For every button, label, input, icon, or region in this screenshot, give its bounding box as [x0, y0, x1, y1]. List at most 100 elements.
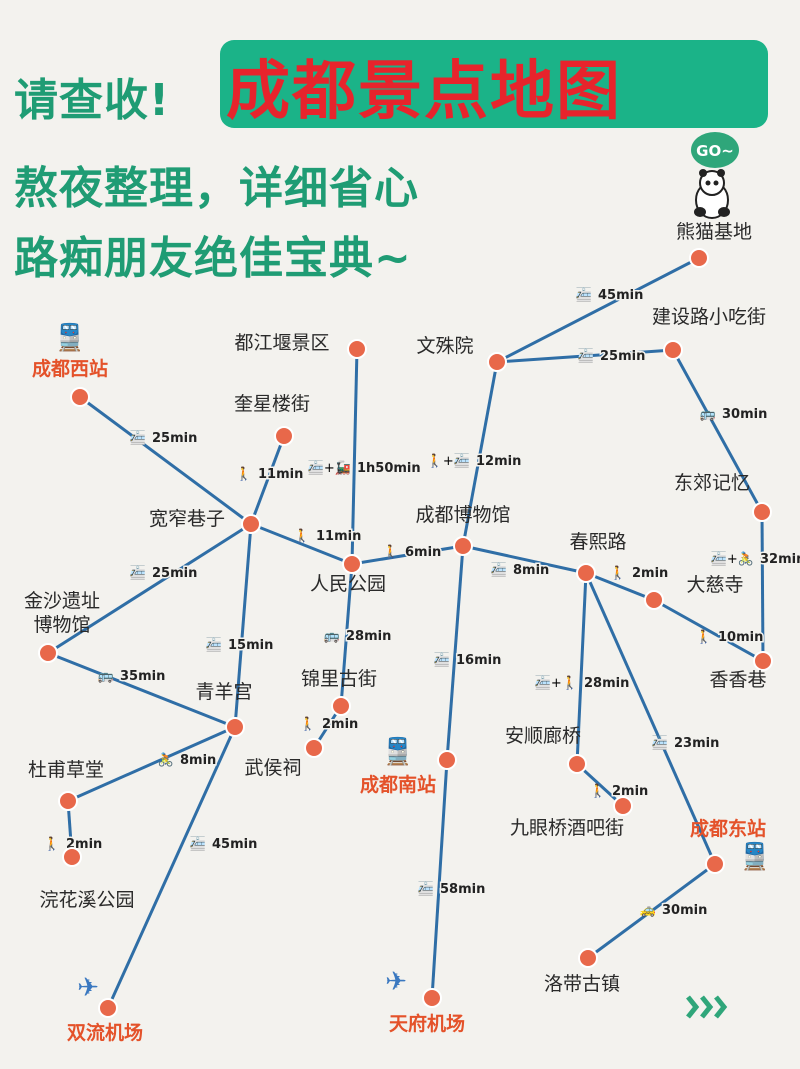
transport-mode-icon: 🚈 — [206, 637, 222, 653]
map-node-jinli[interactable] — [331, 696, 351, 716]
place-label-kuanzhai: 宽窄巷子 — [149, 508, 225, 530]
travel-time: 35min — [120, 669, 165, 684]
route-time-label: 🚶 2min — [610, 565, 670, 583]
route-time-label: 🚈 58min — [418, 881, 487, 899]
route-daci-xiangxiang — [653, 598, 764, 663]
map-node-chunxi[interactable] — [576, 563, 596, 583]
travel-time: 15min — [228, 638, 273, 653]
place-label-renmin: 人民公园 — [310, 573, 386, 595]
route-time-label: 🚈+🚴 32min — [711, 551, 800, 569]
travel-time: 12min — [476, 454, 521, 469]
train-icon: 🚆 — [382, 736, 414, 767]
map-node-kuanzhai[interactable] — [241, 514, 261, 534]
route-time-label: 🚈 15min — [206, 637, 275, 655]
map-node-renmin[interactable] — [342, 554, 362, 574]
travel-time: 28min — [584, 676, 629, 691]
route-jianshe-dongjiao — [671, 349, 764, 513]
title-highlight — [220, 40, 768, 128]
map-node-dufu[interactable] — [58, 791, 78, 811]
route-time-label: 🚶2min — [300, 716, 360, 734]
travel-time: 2min — [632, 566, 668, 581]
route-time-label: 🚌35min — [98, 668, 167, 686]
travel-time: 30min — [722, 407, 767, 422]
transport-mode-icon: 🚈 — [130, 430, 146, 446]
map-node-dujiangyan[interactable] — [347, 339, 367, 359]
map-node-west[interactable] — [70, 387, 90, 407]
map-node-wuhou[interactable] — [304, 738, 324, 758]
transport-mode-icon: 🚶 — [300, 716, 316, 732]
next-arrows-icon — [686, 995, 728, 1019]
travel-time: 58min — [440, 882, 485, 897]
travel-time: 25min — [600, 349, 645, 364]
route-time-label: 🚕30min — [640, 902, 709, 920]
map-node-jiuyan[interactable] — [613, 796, 633, 816]
route-anshun-jiuyan — [575, 762, 625, 808]
place-label-anshun: 安顺廊桥 — [505, 725, 581, 747]
map-node-kuixing[interactable] — [274, 426, 294, 446]
route-time-label: 🚈+🚶28min — [535, 675, 631, 693]
place-label-wuhou: 武侯祠 — [244, 757, 301, 779]
transport-mode-icon: 🚈 — [418, 881, 434, 897]
route-qingyang-shuangliu — [106, 726, 237, 1009]
place-label-jiuyan: 九眼桥酒吧街 — [510, 817, 624, 839]
route-time-label: 🚌30min — [700, 406, 769, 424]
transport-mode-icon: 🚶 — [696, 629, 712, 645]
panda-icon: GO~ — [691, 132, 739, 219]
place-label-qingyang: 青羊宫 — [195, 681, 252, 703]
map-node-anshun[interactable] — [567, 754, 587, 774]
route-museum-south — [445, 545, 465, 761]
route-time-label: 🚈25min — [130, 565, 199, 583]
map-node-dongjiao[interactable] — [752, 502, 772, 522]
travel-time: 11min — [316, 529, 361, 544]
route-jinsha-qingyang — [47, 651, 236, 729]
route-east-luodai — [587, 862, 716, 960]
travel-time: 11min — [258, 467, 303, 482]
map-node-shuangliu[interactable] — [98, 998, 118, 1018]
map-node-museum[interactable] — [453, 536, 473, 556]
travel-time: 25min — [152, 431, 197, 446]
place-label-jianshe: 建设路小吃街 — [652, 306, 766, 328]
map-node-panda[interactable] — [689, 248, 709, 268]
transport-mode-icon: 🚶 — [610, 565, 626, 581]
place-label-huanhua: 浣花溪公园 — [39, 889, 134, 911]
place-label-south: 成都南站 — [360, 773, 436, 796]
route-time-label: 🚶10min — [696, 629, 765, 647]
route-time-label: 🚈23min — [652, 735, 721, 753]
transport-mode-icon: 🚈+🚴 — [711, 551, 754, 567]
route-chunxi-anshun — [575, 572, 588, 765]
travel-time: 28min — [346, 629, 391, 644]
route-qingyang-dufu — [67, 725, 236, 803]
travel-time: 25min — [152, 566, 197, 581]
airplane-icon: ✈ — [385, 967, 407, 997]
route-chunxi-east — [584, 572, 717, 865]
route-time-label: 🚈25min — [578, 348, 647, 366]
place-label-museum: 成都博物馆 — [415, 504, 510, 526]
map-node-qingyang[interactable] — [225, 717, 245, 737]
map-node-south[interactable] — [437, 750, 457, 770]
route-west-kuanzhai — [79, 395, 252, 526]
map-node-luodai[interactable] — [578, 948, 598, 968]
route-dongjiao-xiangxiang — [760, 511, 765, 662]
transport-mode-icon: 🚶 — [294, 528, 310, 544]
place-label-wenshu: 文殊院 — [416, 335, 473, 357]
map-node-xiangxiang[interactable] — [753, 651, 773, 671]
transport-mode-icon: 🚈 — [190, 836, 206, 852]
travel-time: 45min — [598, 288, 643, 303]
map-node-huanhua[interactable] — [62, 847, 82, 867]
transport-mode-icon: 🚕 — [640, 903, 656, 918]
map-node-daci[interactable] — [644, 590, 664, 610]
map-node-jianshe[interactable] — [663, 340, 683, 360]
map-node-wenshu[interactable] — [487, 352, 507, 372]
route-wenshu-jianshe — [496, 348, 674, 364]
map-node-east[interactable] — [705, 854, 725, 874]
map-node-jinsha[interactable] — [38, 643, 58, 663]
page-title: 成都景点地图 — [226, 55, 622, 129]
route-south-tianfu — [430, 759, 449, 999]
travel-time: 45min — [212, 837, 257, 852]
route-time-label: 🚈45min — [576, 287, 645, 305]
route-time-label: 🚶11min — [236, 466, 305, 484]
map-node-tianfu[interactable] — [422, 988, 442, 1008]
travel-time: 32min — [760, 552, 800, 567]
transport-mode-icon: 🚶 — [383, 544, 399, 560]
route-time-label: 🚈16min — [434, 652, 503, 670]
